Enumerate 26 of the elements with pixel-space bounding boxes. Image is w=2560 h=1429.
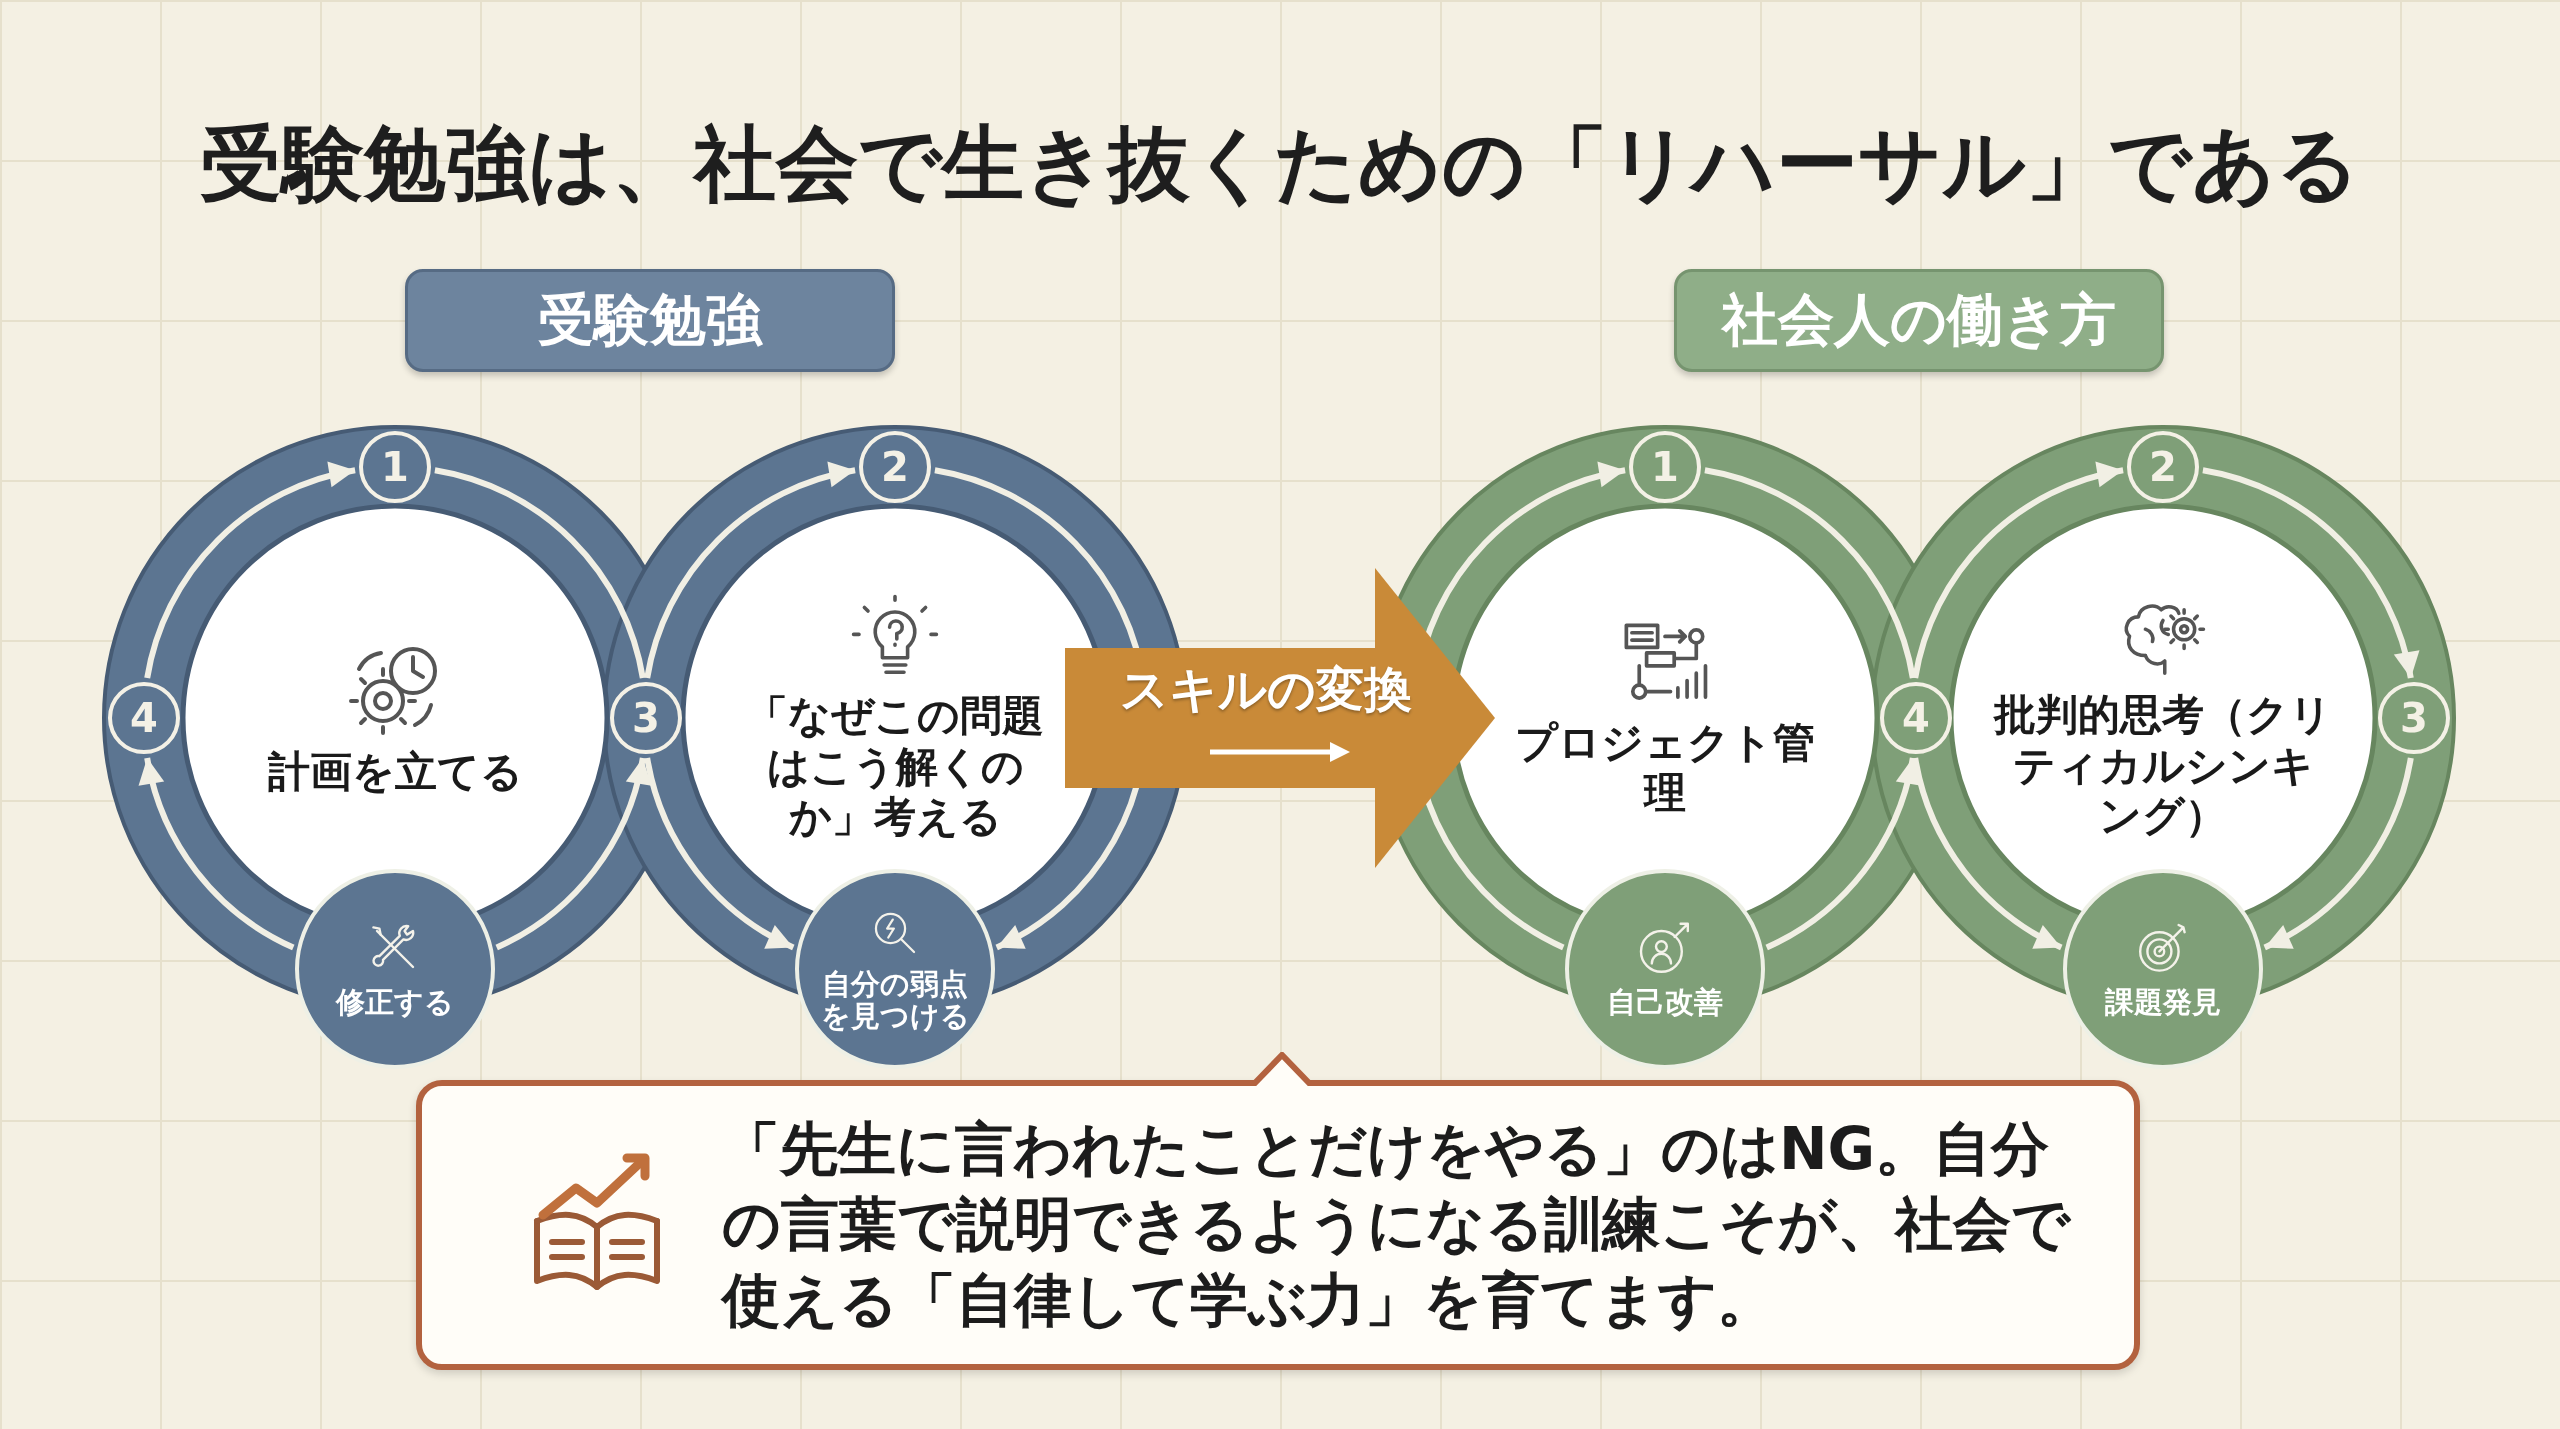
arrow — [144, 463, 356, 679]
arrow — [140, 757, 295, 951]
section-header: 社会人の働き方 — [1674, 269, 2164, 372]
edge-label: スキルの変換 — [1120, 660, 1412, 719]
callout-text: 「先生に言われたことだけをやる」のはNG。自分の言葉で説明できるようになる訓練こそが、社会で使える「自律して学ぶ力」を育てます。 — [722, 1113, 2072, 1336]
arrow — [495, 757, 650, 951]
arrow — [644, 757, 795, 951]
title: 受験勉強は、社会で生き抜くための「リハーサル」である — [200, 115, 2360, 213]
arrow — [644, 463, 856, 679]
arrow — [1912, 463, 2124, 679]
section-header: 受験勉強 — [405, 269, 895, 372]
connector-line — [434, 467, 646, 679]
step-text: 計画を立てる — [266, 746, 524, 798]
arrow — [2263, 757, 2414, 951]
connector-line — [1704, 467, 1916, 679]
action-text: 課題発見 — [2104, 987, 2222, 1019]
step-text: 「なぜこの問題はこう解くのか」考える — [745, 691, 1045, 843]
action-text: 自分の弱点を見つける — [819, 969, 971, 1033]
step-text: 批判的思考（クリティカルシンキング） — [1993, 690, 2333, 842]
action-text: 自己改善 — [1606, 987, 1724, 1019]
arrow — [1912, 757, 2063, 951]
action-text: 修正する — [334, 987, 455, 1019]
callout-box — [416, 1080, 2140, 1370]
step-text: プロジェクト管理 — [1514, 717, 1816, 819]
arrow — [1765, 757, 1920, 951]
arrow — [2202, 467, 2418, 679]
